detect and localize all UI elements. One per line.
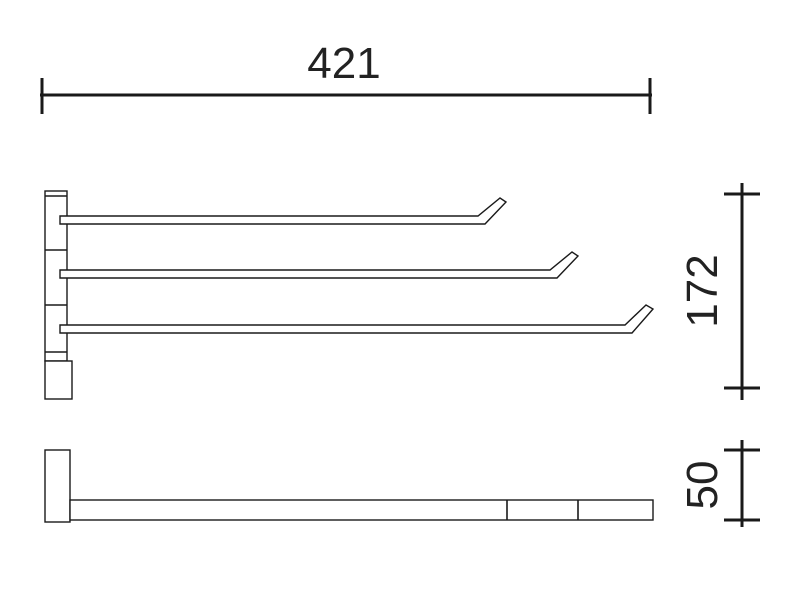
height-dimension: 172 [678,183,760,400]
depth-label: 50 [678,461,727,510]
towel-arm-1 [59,197,508,225]
front-view [44,190,655,400]
width-label: 421 [307,39,380,88]
plan-arm [69,499,654,521]
height-label: 172 [678,254,727,327]
depth-dimension: 50 [678,440,760,527]
towel-arm-3 [59,304,655,334]
width-dimension: 421 [40,39,652,114]
plan-mount-block [44,449,71,523]
towel-arm-2 [59,251,580,279]
mount-base [44,360,73,400]
plan-view [44,449,654,523]
